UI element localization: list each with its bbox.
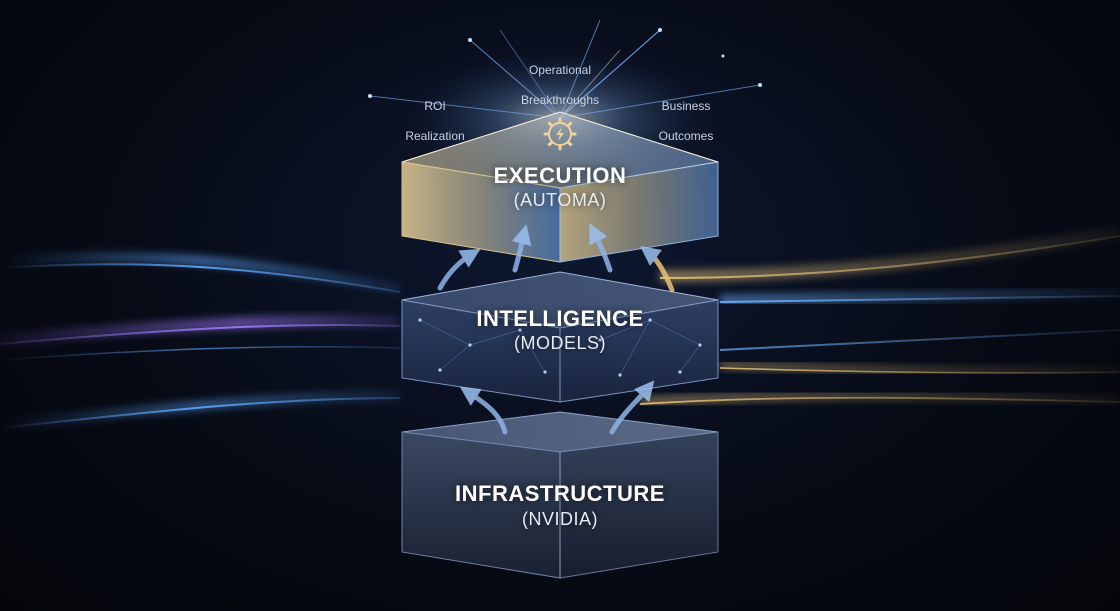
arrow-infra-to-intel-left	[459, 386, 508, 435]
intelligence-title: INTELLIGENCE	[476, 306, 644, 331]
neural-network-pattern	[419, 319, 701, 376]
intelligence-block	[401, 271, 719, 403]
flow-arrows	[437, 223, 675, 435]
arrow-intel-to-exec-2	[511, 224, 532, 273]
infrastructure-block	[401, 411, 719, 579]
execution-title: EXECUTION	[493, 163, 627, 188]
outcome-label-operational: Operational Breakthroughs	[520, 63, 600, 107]
infrastructure-title: INFRASTRUCTURE	[455, 481, 665, 506]
infrastructure-subtitle: (NVIDIA)	[522, 509, 598, 529]
gear-bolt-icon	[543, 117, 577, 151]
arrow-intel-to-exec-3	[589, 223, 613, 273]
light-streams-left	[0, 252, 401, 430]
execution-subtitle: (AUTOMA)	[513, 190, 607, 210]
light-streams-right	[639, 226, 1120, 407]
arrow-intel-to-exec-1	[437, 248, 481, 291]
outcome-label-roi: ROI Realization	[405, 99, 465, 143]
intelligence-subtitle: (MODELS)	[513, 333, 606, 353]
arrow-intel-to-exec-4	[640, 245, 675, 293]
arrow-infra-to-intel-right	[609, 380, 655, 435]
outcome-label-business: Business Outcomes	[658, 99, 714, 143]
